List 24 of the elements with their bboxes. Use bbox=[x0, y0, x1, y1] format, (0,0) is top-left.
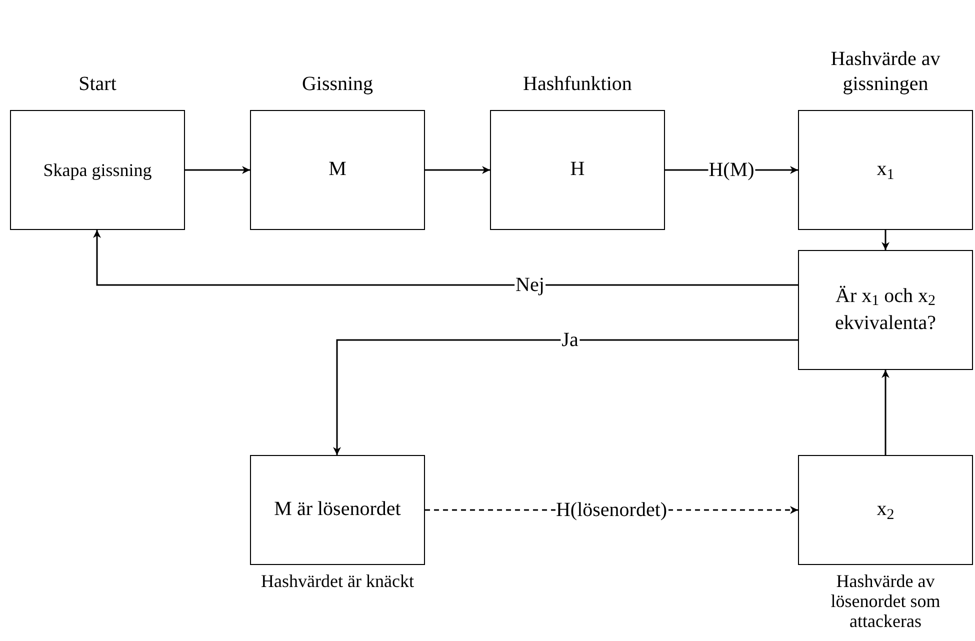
arrow bbox=[882, 370, 890, 455]
arrow bbox=[882, 230, 890, 250]
edge-label: H(M) bbox=[708, 159, 754, 181]
box-text: M bbox=[328, 158, 346, 180]
process-box bbox=[798, 250, 973, 370]
box-text: Är x$_{1}$ och x$_{2}$ ekvivalenta? bbox=[834, 284, 936, 334]
caption-text: Hashvärde av lösenordet som attackeras bbox=[830, 571, 940, 631]
caption-text: Hashvärdet är knäckt bbox=[261, 571, 414, 591]
heading-text: Hashfunktion bbox=[523, 73, 632, 95]
box-text: Skapa gissning bbox=[43, 160, 152, 180]
box-text: x$_{2}$ bbox=[876, 498, 894, 520]
edge-label: Ja bbox=[562, 329, 578, 351]
arrow bbox=[185, 166, 250, 174]
box-text: M är lösenordet bbox=[274, 498, 401, 520]
heading-text: Start bbox=[78, 73, 116, 95]
arrow bbox=[425, 166, 490, 174]
arrow bbox=[333, 339, 798, 455]
arrow bbox=[93, 230, 798, 286]
heading-text: Hashvärde av gissningen bbox=[830, 48, 940, 95]
edge-label: H(lösenordet) bbox=[556, 499, 668, 521]
box-text: x$_{1}$ bbox=[876, 158, 894, 180]
box-text: H bbox=[570, 158, 585, 180]
edge-label: Nej bbox=[516, 274, 544, 296]
heading-text: Gissning bbox=[302, 73, 374, 95]
